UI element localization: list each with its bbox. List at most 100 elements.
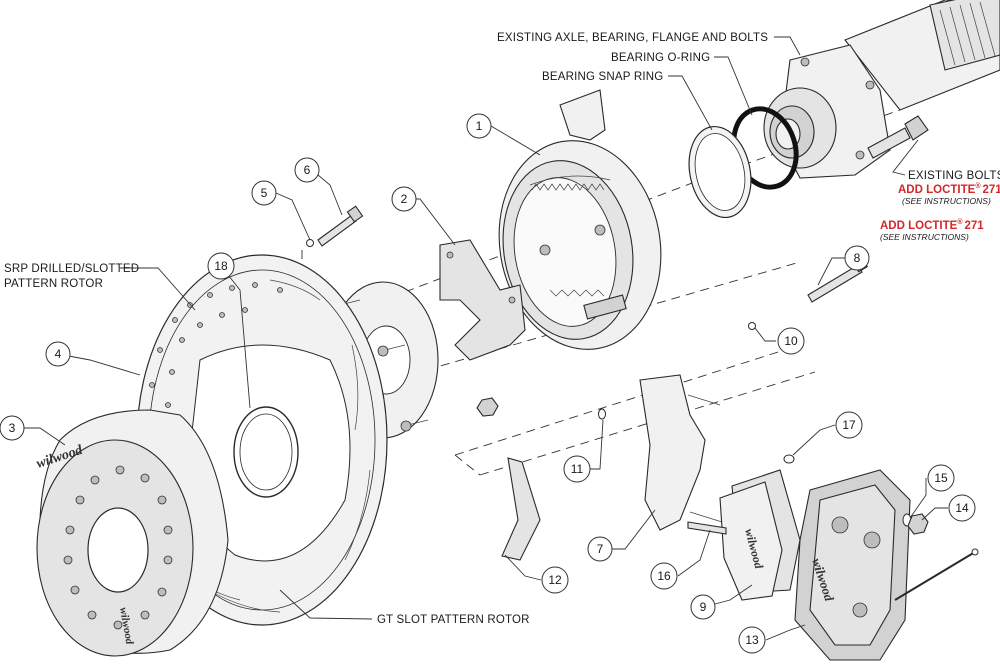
leader-13 xyxy=(765,624,806,641)
callout-4: 4 xyxy=(45,341,71,367)
return-spring-coil xyxy=(531,183,605,191)
leader-gt-slot xyxy=(279,589,373,620)
bolt-6-head xyxy=(346,205,364,223)
label-bearing-oring: BEARING O-RING xyxy=(611,52,710,64)
brake-pads: wilwood xyxy=(719,469,801,601)
axle-spline-ridges xyxy=(939,1,996,66)
bracket-stud xyxy=(687,394,721,406)
callout-8: 8 xyxy=(844,245,870,271)
svg-text:8: 8 xyxy=(854,251,861,265)
bracket-stud xyxy=(689,511,723,523)
callout-17: 17 xyxy=(835,411,863,439)
callout-2: 2 xyxy=(391,186,417,212)
flange-bolt-hole xyxy=(865,80,875,90)
callout-bubbles: 1 2 3 4 5 6 7 8 9 10 11 12 13 14 15 16 1… xyxy=(0,113,976,654)
wheel-stud-end xyxy=(377,345,389,357)
svg-text:12: 12 xyxy=(548,573,562,587)
bearing-snap-ring-inner xyxy=(694,133,746,211)
bracket-hole xyxy=(446,251,454,259)
axis-line-lower-hook xyxy=(454,454,481,476)
label-see-instructions-bolts: (SEE INSTRUCTIONS) xyxy=(902,196,991,206)
callout-13: 13 xyxy=(738,626,766,654)
bolt-6-shank xyxy=(317,214,357,247)
hardware-bolt-6 xyxy=(317,205,364,247)
loctite-text: ADD LOCTITE xyxy=(898,184,976,196)
callout-9: 9 xyxy=(690,594,716,620)
leader-8 xyxy=(817,257,845,286)
adjuster-star-wheel xyxy=(583,294,627,320)
leader-17 xyxy=(792,424,836,456)
wheel-stud xyxy=(407,419,429,426)
axis-line-caliper xyxy=(479,371,816,476)
label-gt-slot-rotor: GT SLOT PATTERN ROTOR xyxy=(377,614,530,626)
caliper-face xyxy=(809,484,896,646)
leader-15 xyxy=(909,478,927,519)
existing-bolt-head xyxy=(904,115,929,141)
leader-1 xyxy=(490,125,541,156)
leader-srp-rotor xyxy=(120,267,196,311)
hold-down-pin xyxy=(539,244,551,256)
leader-3 xyxy=(24,427,66,446)
pin-16 xyxy=(687,521,727,535)
svg-text:18: 18 xyxy=(214,259,228,273)
callout-1: 1 xyxy=(466,113,492,139)
parking-brake-assembly xyxy=(498,89,662,350)
svg-text:11: 11 xyxy=(571,462,584,476)
caliper-piston-port xyxy=(852,602,868,618)
callout-12: 12 xyxy=(541,566,569,594)
leader-oring xyxy=(714,56,753,116)
axis-line-lower xyxy=(454,344,801,456)
leader-9 xyxy=(714,584,753,605)
wheel-stud-end xyxy=(400,420,412,432)
flange-bolt-hole xyxy=(800,57,810,67)
svg-text:10: 10 xyxy=(784,334,798,348)
label-existing-bolts: EXISTING BOLTS xyxy=(908,170,1000,182)
svg-text:13: 13 xyxy=(745,633,759,647)
svg-text:3: 3 xyxy=(9,421,16,435)
svg-text:14: 14 xyxy=(955,501,969,515)
existing-bolt-shank xyxy=(867,127,911,159)
leader-snap-ring xyxy=(668,75,713,131)
callout-6: 6 xyxy=(294,157,320,183)
drum-hat-holes xyxy=(63,465,173,630)
svg-text:4: 4 xyxy=(55,347,62,361)
loctite-text: ADD LOCTITE xyxy=(880,220,958,232)
svg-text:2: 2 xyxy=(401,192,408,206)
callout-3: 3 xyxy=(0,415,25,441)
bolt-8-shank xyxy=(807,264,863,303)
loctite-reg: ® xyxy=(975,182,981,190)
svg-text:15: 15 xyxy=(934,471,948,485)
label-loctite-8: ADD LOCTITE®271 xyxy=(880,218,984,232)
washer-11 xyxy=(598,408,606,420)
label-existing-axle: EXISTING AXLE, BEARING, FLANGE AND BOLTS xyxy=(497,32,768,44)
loctite-num: 271 xyxy=(964,220,984,232)
bracket-hole xyxy=(508,296,516,304)
leader-5 xyxy=(275,192,311,241)
drum-hat: wilwood wilwood xyxy=(35,409,229,657)
retaining-clip xyxy=(971,548,979,556)
label-bearing-snap-ring: BEARING SNAP RING xyxy=(542,71,663,83)
loctite-reg: ® xyxy=(957,218,963,226)
callout-11: 11 xyxy=(563,455,591,483)
rotor-center-bore-inner xyxy=(239,413,293,491)
caliper-piston-port xyxy=(863,531,881,549)
backing-plate-bracket xyxy=(559,89,606,141)
axle-spline xyxy=(929,0,1000,71)
leader-lines xyxy=(24,36,948,641)
loctite-num: 271 xyxy=(982,184,1000,196)
callout-14: 14 xyxy=(948,494,976,522)
washer-5 xyxy=(306,239,314,247)
callout-10: 10 xyxy=(777,327,805,355)
wheel-stud xyxy=(384,344,406,351)
brake-shoe-inner xyxy=(513,177,617,327)
brake-caliper: wilwood xyxy=(794,469,911,661)
washer-10 xyxy=(748,322,756,330)
leader-4 xyxy=(57,353,141,376)
svg-text:9: 9 xyxy=(700,600,707,614)
label-see-instructions-8: (SEE INSTRUCTIONS) xyxy=(880,232,969,242)
leader-existing-bolts xyxy=(892,139,919,176)
callout-7: 7 xyxy=(587,536,613,562)
svg-text:16: 16 xyxy=(657,569,671,583)
rotor-center-bore xyxy=(233,406,299,498)
